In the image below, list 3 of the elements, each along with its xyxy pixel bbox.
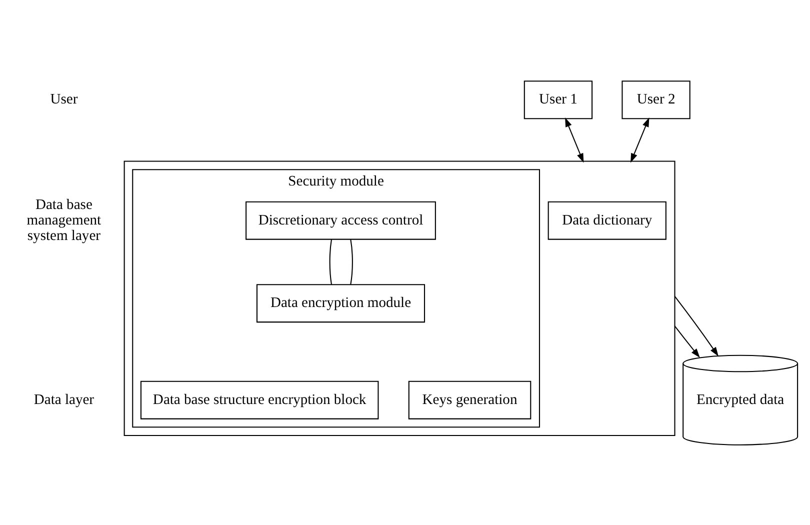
label: Data base management system layer — [26, 196, 102, 244]
label: Data layer — [34, 391, 94, 408]
label: User — [50, 91, 78, 108]
